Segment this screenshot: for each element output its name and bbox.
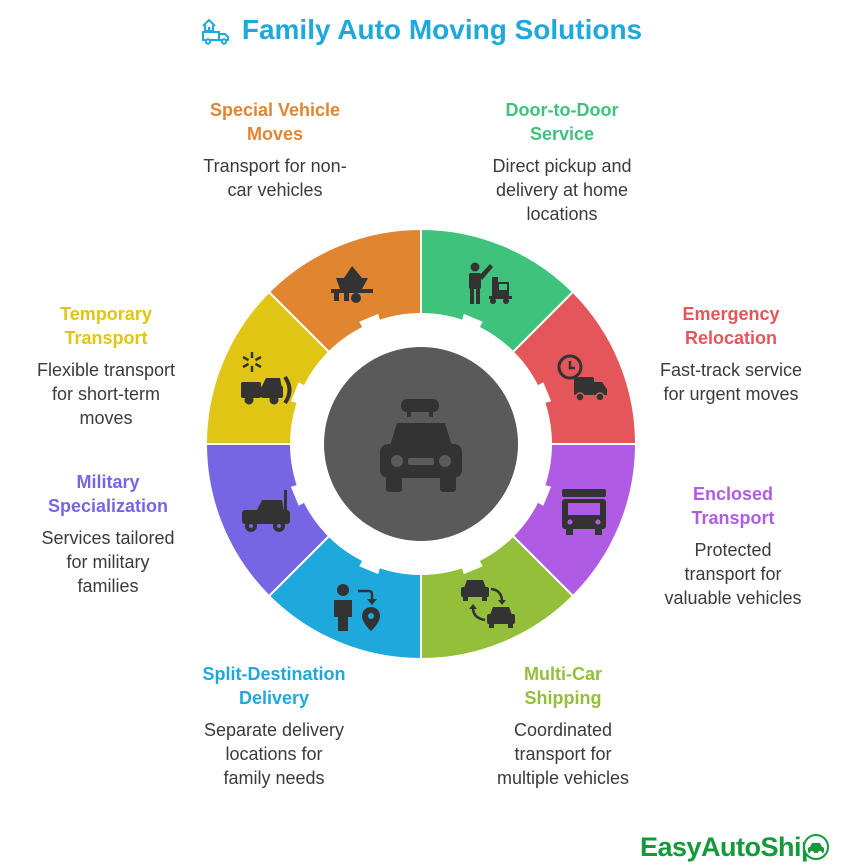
- person-map-pin-icon: [334, 584, 380, 631]
- enclosed-trailer-icon: [562, 489, 606, 535]
- military-jeep-icon: [242, 490, 290, 532]
- snowflake-plow-truck-icon: [241, 352, 292, 405]
- segment-description: Transport for non-car vehicles: [203, 156, 347, 200]
- person-with-delivery-truck-icon: [469, 262, 512, 304]
- brand-logo-text: EasyAutoShip: [640, 832, 818, 862]
- title-text: Family Auto Moving Solutions: [241, 14, 643, 45]
- page-title: Family Auto Moving Solutions: [200, 14, 642, 46]
- car-with-roof-luggage-icon: [380, 399, 462, 492]
- car-badge-icon: [803, 834, 829, 860]
- title-bar: Family Auto Moving Solutions: [0, 14, 842, 51]
- clock-truck-icon: [557, 354, 607, 402]
- boat-on-trailer-icon: [331, 266, 373, 303]
- two-cars-swap-icon: [461, 580, 515, 628]
- house-truck-icon: [201, 19, 229, 45]
